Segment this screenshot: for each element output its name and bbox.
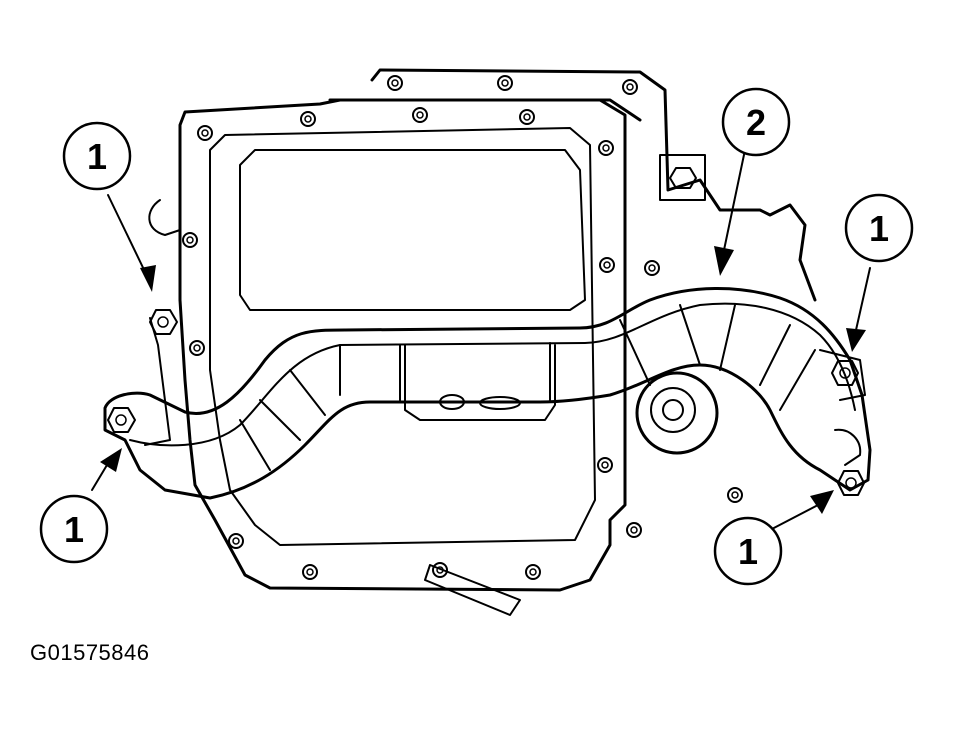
- oil-pan: [178, 98, 627, 616]
- bolt-upper-right: [831, 360, 859, 386]
- pan-bolts: [182, 75, 743, 580]
- callout-1-upper-left: 1: [62, 121, 132, 191]
- svg-text:1: 1: [869, 208, 889, 249]
- svg-text:1: 1: [738, 531, 758, 572]
- bolt-upper-left: [149, 309, 178, 335]
- hex-plug: [659, 154, 706, 201]
- callout-1-lower-right: 1: [713, 516, 783, 586]
- callout-1-upper-right: 1: [844, 193, 914, 263]
- bolt-lower-left: [107, 407, 136, 433]
- figure-id: G01575846: [30, 640, 150, 665]
- leader-lines: [91, 149, 871, 531]
- callout-2: 2: [721, 87, 791, 157]
- crossmember-brace: [103, 287, 872, 500]
- housing-outline: [148, 68, 817, 302]
- svg-text:1: 1: [87, 136, 107, 177]
- callout-1-lower-left: 1: [39, 494, 109, 564]
- bolt-lower-right: [837, 470, 865, 496]
- mounting-bolts: [107, 309, 865, 496]
- svg-text:1: 1: [64, 509, 84, 550]
- output-boss: [635, 371, 719, 455]
- svg-text:2: 2: [746, 102, 766, 143]
